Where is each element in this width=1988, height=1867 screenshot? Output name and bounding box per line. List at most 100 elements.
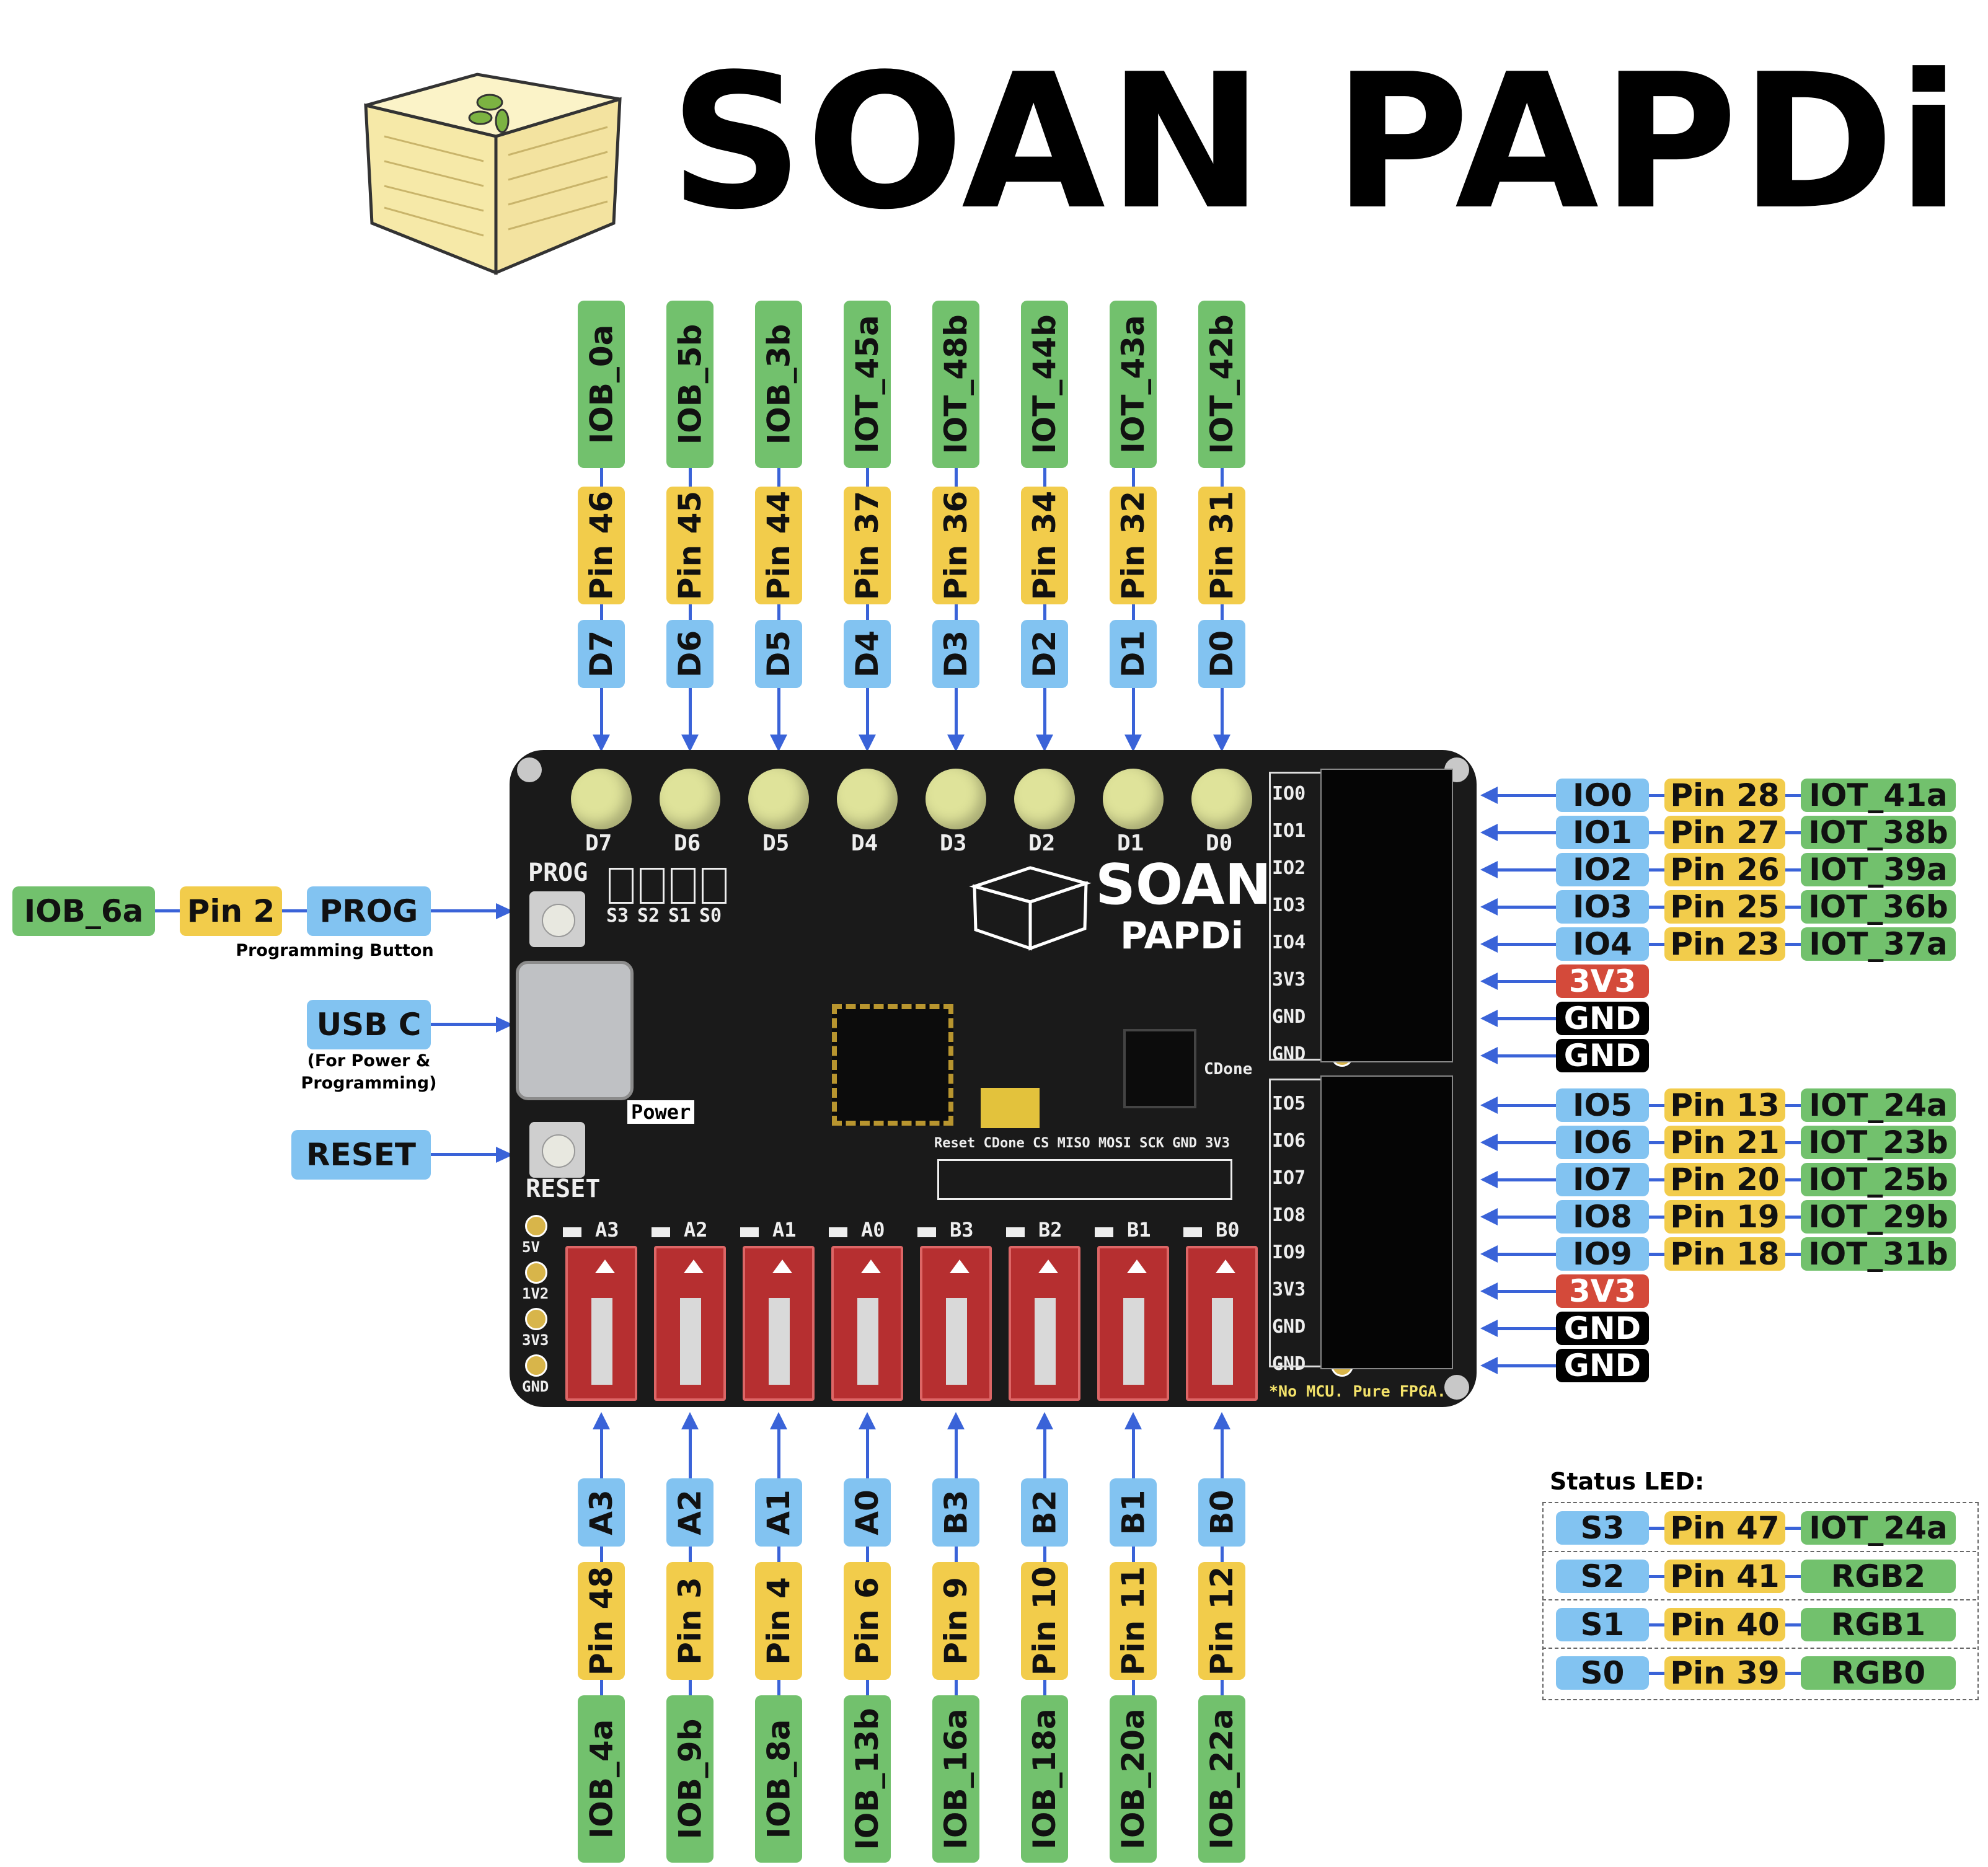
dip-switch-a0[interactable] xyxy=(831,1246,903,1401)
dip-knob xyxy=(769,1298,790,1385)
right-iot-label: IOT_37a xyxy=(1801,926,1956,962)
power-3v3-label: 3V3 xyxy=(1556,1273,1649,1309)
bottom-pin-label-text: Pin 11 xyxy=(1115,1566,1151,1676)
left-arrow-icon xyxy=(1480,1208,1498,1225)
bottom-a-label-text: A3 xyxy=(583,1490,619,1535)
top-connector xyxy=(1132,468,1135,487)
dip-knob xyxy=(1212,1298,1233,1385)
top-connector xyxy=(1043,468,1046,487)
dip-switch-b1[interactable] xyxy=(1097,1246,1169,1401)
bottom-a-label: A1 xyxy=(755,1478,802,1547)
dip-silk-marker xyxy=(1006,1227,1025,1237)
top-d-label: D2 xyxy=(1021,620,1068,688)
header-silk-label: GND xyxy=(1272,1316,1306,1338)
right-arrow-line xyxy=(1494,980,1556,983)
usb-c-connector[interactable] xyxy=(516,961,634,1100)
left-arrow-icon xyxy=(1480,1097,1498,1114)
header-outline-top xyxy=(1269,772,1322,1061)
right-io-label: IO4 xyxy=(1556,926,1649,962)
dip-switch-a3[interactable] xyxy=(565,1246,637,1401)
right-connector xyxy=(1785,1253,1801,1256)
led-d6 xyxy=(660,769,720,829)
usb-arrowhead-icon xyxy=(496,1017,513,1033)
dip-silk-label: B3 xyxy=(950,1218,974,1242)
usb-caption-2: Programming) xyxy=(301,1074,437,1093)
bottom-pin-label: Pin 10 xyxy=(1021,1562,1068,1680)
right-connector xyxy=(1649,943,1664,946)
status-s-label: S3 xyxy=(1556,1510,1649,1546)
left-arrow-icon xyxy=(1480,1282,1498,1300)
bottom-pin-label: Pin 4 xyxy=(755,1562,802,1680)
bottom-iob-label-text: IOB_9b xyxy=(672,1718,708,1840)
top-d-label-text: D5 xyxy=(761,630,797,678)
status-connector xyxy=(1785,1527,1801,1530)
dip-knob xyxy=(1123,1298,1144,1385)
right-io-label: IO6 xyxy=(1556,1124,1649,1160)
dip-switch-a1[interactable] xyxy=(743,1246,815,1401)
bottom-a-label-text: A2 xyxy=(672,1490,708,1535)
dip-switch-a2[interactable] xyxy=(654,1246,726,1401)
status-s-label: S2 xyxy=(1556,1558,1649,1594)
right-connector xyxy=(1785,868,1801,872)
board-logo-top: SOAN xyxy=(1095,852,1271,917)
prog-connector-2 xyxy=(282,909,307,912)
bottom-iob-label: IOB_4a xyxy=(578,1695,625,1863)
right-pin-label: Pin 19 xyxy=(1664,1199,1785,1235)
top-arrow-line xyxy=(689,688,692,738)
header-silk-label: IO0 xyxy=(1272,783,1306,805)
led-d1 xyxy=(1103,769,1164,829)
right-arrow-line xyxy=(1494,831,1556,834)
top-pin-label: Pin 46 xyxy=(578,487,625,604)
up-arrow-icon xyxy=(859,1412,876,1429)
top-pin-label-text: Pin 37 xyxy=(849,490,885,601)
right-arrow-line xyxy=(1494,1104,1556,1107)
status-silk-label: S1 xyxy=(668,905,691,927)
top-pin-label: Pin 44 xyxy=(755,487,802,604)
dip-silk-label: B1 xyxy=(1127,1218,1151,1242)
dip-knob xyxy=(946,1298,967,1385)
right-iot-label: IOT_29b xyxy=(1801,1199,1956,1235)
dip-switch-b2[interactable] xyxy=(1009,1246,1080,1401)
header-silk-label: GND xyxy=(1272,1043,1306,1065)
right-pin-label: Pin 26 xyxy=(1664,852,1785,888)
dip-silk-marker xyxy=(829,1227,847,1237)
bottom-pin-label: Pin 11 xyxy=(1110,1562,1157,1680)
board-logo-icon xyxy=(969,866,1092,951)
bottom-arrow-line xyxy=(955,1426,958,1478)
dip-silk-marker xyxy=(652,1227,670,1237)
bottom-a-label-text: B0 xyxy=(1204,1490,1240,1535)
dip-silk-label: A3 xyxy=(595,1218,619,1242)
status-pin-label: Pin 40 xyxy=(1664,1607,1785,1643)
top-connector xyxy=(1221,468,1224,487)
page-title: SOAN PAPDi xyxy=(669,34,1963,250)
header-silk-label: GND xyxy=(1272,1006,1306,1028)
down-arrow-icon xyxy=(681,735,699,752)
left-arrow-icon xyxy=(1480,1047,1498,1064)
bottom-iob-label-text: IOB_20a xyxy=(1115,1708,1152,1850)
right-connector xyxy=(1649,868,1664,872)
right-connector xyxy=(1785,1104,1801,1107)
dip-switch-b0[interactable] xyxy=(1186,1246,1258,1401)
right-arrow-line xyxy=(1494,1054,1556,1057)
bottom-iob-label: IOB_8a xyxy=(755,1695,802,1863)
dip-switch-b3[interactable] xyxy=(920,1246,992,1401)
bottom-pin-label: Pin 6 xyxy=(844,1562,891,1680)
status-pin-label: Pin 39 xyxy=(1664,1655,1785,1691)
power-silk-label: 5V xyxy=(522,1238,540,1256)
top-iob-label-text: IOB_0a xyxy=(583,324,619,444)
status-connector xyxy=(1785,1623,1801,1626)
top-d-label: D0 xyxy=(1198,620,1245,688)
bottom-pin-label: Pin 12 xyxy=(1198,1562,1245,1680)
right-arrow-line xyxy=(1494,1216,1556,1219)
top-arrow-line xyxy=(955,688,958,738)
top-iob-label-text: IOT_43a xyxy=(1115,315,1152,454)
bottom-iob-label-text: IOB_22a xyxy=(1204,1708,1240,1850)
power-silk-label: GND xyxy=(522,1378,549,1395)
right-iot-label: IOT_39a xyxy=(1801,852,1956,888)
reset-button[interactable] xyxy=(529,1122,585,1178)
prog-button[interactable] xyxy=(529,891,585,947)
left-arrow-icon xyxy=(1480,1357,1498,1374)
top-iob-label-text: IOB_3b xyxy=(761,324,797,445)
top-arrow-line xyxy=(1221,688,1224,738)
right-connector xyxy=(1649,1178,1664,1181)
